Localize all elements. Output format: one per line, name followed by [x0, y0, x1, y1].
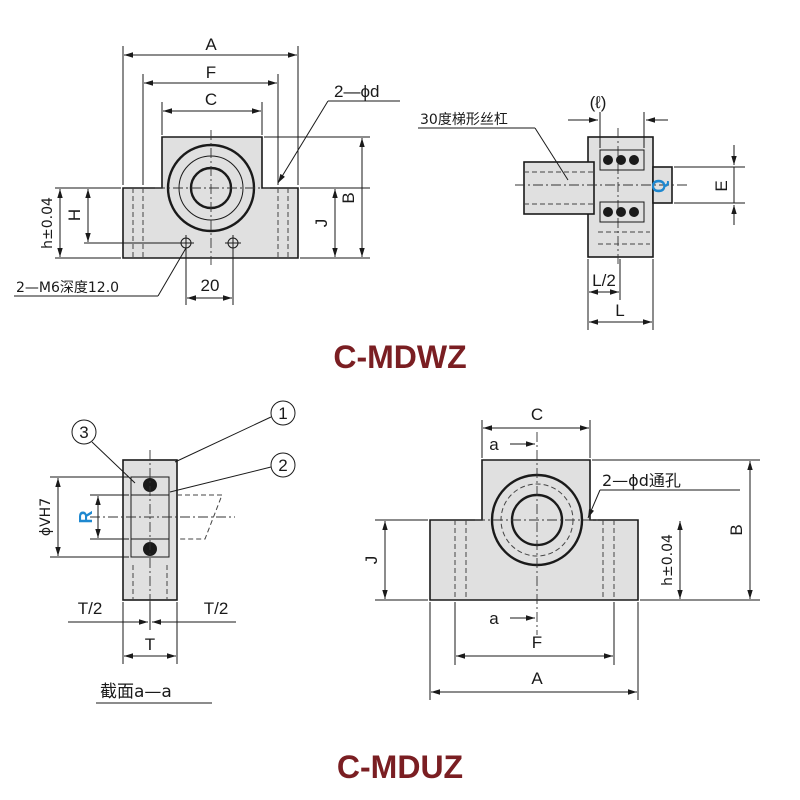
mdwz-dim-d-holes: 2—ϕd — [334, 82, 379, 101]
mdwz-dim-H: H — [65, 209, 84, 221]
mduz-dim-a-top: a — [489, 435, 499, 454]
c-mdwz-side-view: 30度梯形丝杠 (ℓ) Q E L/2 L — [418, 93, 745, 330]
c-mdwz-front-body — [122, 136, 299, 259]
mdwz-dim-B: B — [339, 192, 358, 203]
mdwz-dim-C: C — [205, 90, 217, 109]
side-block — [587, 136, 654, 258]
side-bearing-balls — [599, 149, 645, 223]
mdwz-dim-A: A — [205, 35, 217, 54]
mduz-dim-J: J — [362, 556, 381, 565]
mdwz-tap-label: 2—M6深度12.0 — [16, 280, 119, 296]
c-mduz-section-view: 3 1 2 ϕVH7 R T/2 T/2 T 截面a—a — [38, 400, 296, 704]
mdwz-dim-20: 20 — [201, 276, 220, 295]
mdwz-dim-F: F — [206, 63, 216, 82]
side-dim-L-half: L/2 — [592, 271, 616, 290]
mduz-dim-C: C — [531, 405, 543, 424]
section-balloon-2: 2 — [278, 456, 287, 475]
c-mdwz-front-view: A F C 2—ϕd H h±0.04 J B 2—M6深度12.0 20 — [14, 35, 400, 305]
mduz-dim-A: A — [531, 669, 543, 688]
lead-screw-shaft — [523, 161, 595, 215]
section-dim-phiV: ϕVH7 — [38, 498, 54, 536]
mduz-dim-B: B — [727, 524, 746, 535]
side-screw-label: 30度梯形丝杠 — [420, 112, 508, 128]
title-c-mdwz: C-MDWZ — [333, 339, 466, 375]
mduz-dim-d-holes: 2—ϕd通孔 — [602, 471, 681, 490]
section-dim-T: T — [145, 635, 155, 654]
section-dim-T-half-right: T/2 — [204, 599, 229, 618]
side-dim-E: E — [712, 180, 731, 191]
title-c-mduz: C-MDUZ — [337, 749, 463, 785]
section-balloon-1: 1 — [278, 404, 287, 423]
mduz-dim-h: h±0.04 — [660, 534, 676, 586]
section-dim-T-half-left: T/2 — [78, 599, 103, 618]
mdwz-dim-h: h±0.04 — [40, 197, 56, 249]
mdwz-dim-J: J — [312, 219, 331, 228]
side-dim-ell: (ℓ) — [590, 93, 607, 112]
section-balloon-3: 3 — [79, 423, 88, 442]
section-dim-R: R — [76, 511, 96, 524]
section-caption: 截面a—a — [100, 682, 172, 702]
side-dim-Q: Q — [649, 179, 669, 193]
mduz-dim-F: F — [532, 633, 542, 652]
side-dim-L: L — [615, 301, 624, 320]
c-mduz-front-view: C a 2—ϕd通孔 J h±0.04 B a F A — [362, 405, 760, 700]
mduz-dim-a-bottom: a — [489, 609, 499, 628]
